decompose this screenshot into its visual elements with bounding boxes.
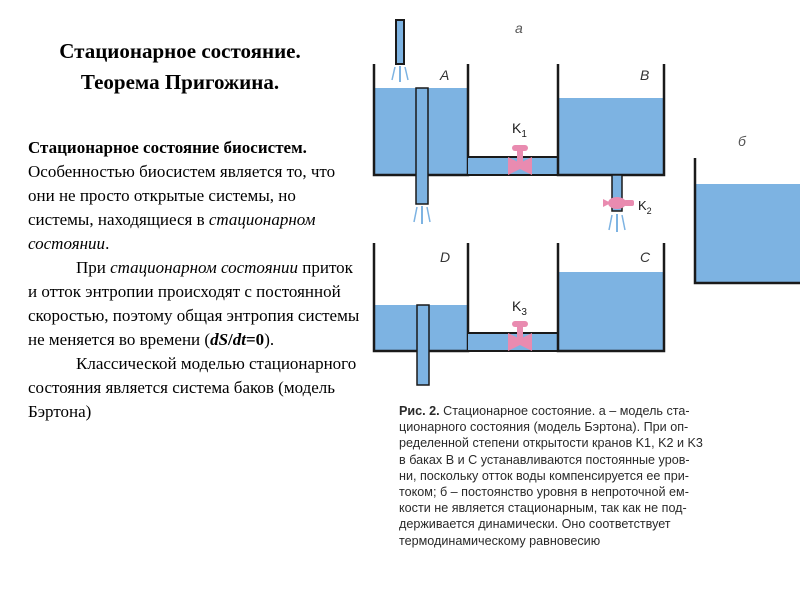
caption-line-1: Рис. 2. Стационарное состояние. а – моде… bbox=[399, 403, 795, 419]
closed-tank bbox=[693, 158, 800, 285]
paragraph-1-text: Особенностью биосистем является то, что … bbox=[28, 162, 336, 229]
inlet-pipe bbox=[391, 19, 409, 82]
tank-d-label: D bbox=[440, 249, 450, 265]
caption-line-5: ни, поскольку отток воды компенсируется … bbox=[399, 468, 689, 483]
paragraph-2-start: При bbox=[76, 258, 111, 277]
paragraph-2-emphasis: стационарном состоянии bbox=[110, 258, 299, 277]
k3-label: K3 bbox=[512, 298, 527, 318]
burton-model-figure: K1 K2 bbox=[372, 19, 800, 386]
caption-line-7: кости не является стационарным, так как … bbox=[399, 501, 687, 516]
k2-label: K2 bbox=[638, 198, 652, 216]
caption-figure-number: Рис. 2. bbox=[399, 404, 440, 418]
tank-c bbox=[556, 243, 666, 353]
figure-b-label: б bbox=[738, 133, 747, 149]
k1-label: K1 bbox=[512, 120, 527, 140]
slide-title-line1: Стационарное состояние. bbox=[59, 39, 301, 63]
formula-dt: dt bbox=[232, 330, 246, 349]
tank-b-water bbox=[558, 98, 664, 175]
tank-d bbox=[372, 243, 470, 386]
figure-caption: Рис. 2. Стационарное состояние. а – моде… bbox=[399, 403, 795, 575]
entropy-formula: dS/dt=0 bbox=[210, 330, 264, 349]
figure-a-label: а bbox=[515, 20, 523, 36]
body-text: Стационарное состояние биосистем. Особен… bbox=[28, 136, 360, 424]
formula-equals: =0 bbox=[246, 330, 265, 349]
tank-b bbox=[556, 64, 666, 232]
paragraph-1: Особенностью биосистем является то, что … bbox=[28, 160, 360, 256]
tank-a-overflow-pipe bbox=[415, 87, 429, 205]
tank-a bbox=[372, 64, 470, 224]
tank-b-outlet-pipe bbox=[611, 174, 623, 212]
figure-b: б bbox=[693, 133, 800, 285]
valve-k1 bbox=[508, 145, 532, 175]
paragraph-1-emphasis: стационарном состоянии bbox=[28, 210, 316, 253]
valve-k2 bbox=[603, 197, 634, 209]
section-heading: Стационарное состояние биосистем. bbox=[28, 138, 307, 157]
slide-title-line2: Теорема Пригожина. bbox=[80, 70, 280, 94]
tank-b-label: B bbox=[640, 67, 649, 83]
tank-a-label: A bbox=[439, 67, 449, 83]
caption-line-2: ционарного состояния (модель Бэртона). П… bbox=[399, 420, 689, 435]
paragraph-2-end: ). bbox=[264, 330, 275, 349]
tank-c-label: C bbox=[640, 249, 651, 265]
paragraph-2: При стационарном состоянии приток и отто… bbox=[28, 256, 360, 352]
caption-line-4: в баках В и С устанавливаются постоянные… bbox=[399, 452, 690, 467]
caption-line-6: током; б – постоянство уровня в непроточ… bbox=[399, 485, 689, 500]
closed-tank-water bbox=[695, 184, 800, 283]
formula-slash: / bbox=[228, 330, 233, 349]
caption-line-3: ределенной степени открытости кранов K1,… bbox=[399, 436, 703, 451]
paragraph-3: Классической моделью стационарного состо… bbox=[28, 354, 357, 421]
caption-line-9: термодинамическому равновесию bbox=[399, 533, 601, 548]
caption-line-8: держивается динамически. Оно соответству… bbox=[399, 517, 671, 532]
paragraph-2-text: приток и отток энтропии происходят с пос… bbox=[28, 258, 360, 349]
tank-d-overflow-pipe bbox=[416, 304, 430, 386]
valve-k3 bbox=[508, 321, 532, 351]
tank-c-water bbox=[558, 272, 664, 351]
paragraph-1-end: . bbox=[105, 234, 110, 253]
figure-a: K1 K2 bbox=[372, 19, 666, 386]
formula-ds: dS bbox=[210, 330, 229, 349]
caption-line-1-text: Стационарное состояние. а – модель ста- bbox=[439, 404, 690, 418]
slide-title: Стационарное состояние. Теорема Пригожин… bbox=[10, 36, 350, 98]
